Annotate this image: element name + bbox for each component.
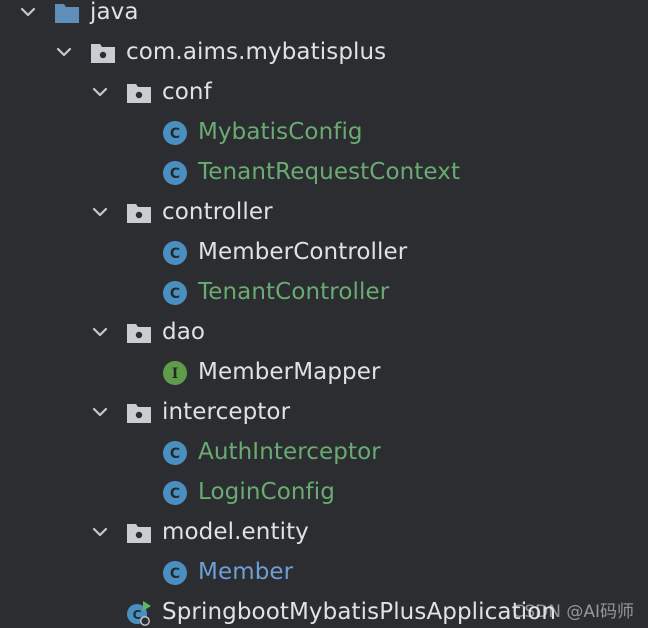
tree-row-java[interactable]: java — [0, 0, 648, 32]
svg-text:C: C — [170, 486, 180, 502]
tree-label-login-config: LoginConfig — [198, 479, 335, 505]
chevron-down-icon[interactable] — [18, 2, 38, 22]
interface-icon: I — [163, 361, 187, 385]
svg-text:C: C — [170, 446, 180, 462]
tree-row-member-mapper[interactable]: I MemberMapper — [0, 352, 648, 392]
tree-row-tenant-controller[interactable]: C TenantController — [0, 272, 648, 312]
package-icon — [127, 404, 151, 423]
svg-text:C: C — [170, 566, 180, 582]
tree-row-springboot-application[interactable]: C SpringbootMybatisPlusApplication — [0, 592, 648, 628]
tree-label-dao: dao — [162, 319, 206, 345]
package-icon — [127, 324, 151, 343]
svg-text:C: C — [133, 608, 142, 622]
tree-row-auth-interceptor[interactable]: C AuthInterceptor — [0, 432, 648, 472]
package-icon — [91, 44, 115, 63]
tree-label-tenant-controller: TenantController — [198, 279, 390, 305]
spring-boot-application-icon: C — [127, 601, 151, 626]
chevron-down-icon[interactable] — [90, 322, 110, 342]
package-icon — [127, 204, 151, 223]
chevron-down-icon[interactable] — [90, 522, 110, 542]
tree-label-springboot-application: SpringbootMybatisPlusApplication — [162, 599, 557, 625]
tree-row-mybatis-config[interactable]: C MybatisConfig — [0, 112, 648, 152]
tree-label-controller: controller — [162, 199, 273, 225]
watermark: CSDN @AI码师 — [512, 602, 634, 622]
svg-text:C: C — [170, 126, 180, 142]
chevron-down-icon[interactable] — [90, 402, 110, 422]
tree-label-tenant-request-context: TenantRequestContext — [198, 159, 461, 185]
tree-row-dao[interactable]: dao — [0, 312, 648, 352]
svg-text:C: C — [170, 166, 180, 182]
tree-label-package-root: com.aims.mybatisplus — [126, 39, 387, 65]
tree-label-interceptor: interceptor — [162, 399, 291, 425]
chevron-down-icon[interactable] — [54, 42, 74, 62]
class-icon: C — [163, 161, 187, 185]
class-icon: C — [163, 121, 187, 145]
tree-row-controller[interactable]: controller — [0, 192, 648, 232]
tree-row-model-entity[interactable]: model.entity — [0, 512, 648, 552]
tree-row-package-root[interactable]: com.aims.mybatisplus — [0, 32, 648, 72]
tree-label-model-entity: model.entity — [162, 519, 309, 545]
tree-label-conf: conf — [162, 79, 212, 105]
tree-row-conf[interactable]: conf — [0, 72, 648, 112]
package-icon — [127, 84, 151, 103]
chevron-down-icon[interactable] — [90, 82, 110, 102]
package-icon — [127, 524, 151, 543]
tree-label-mybatis-config: MybatisConfig — [198, 119, 363, 145]
tree-row-member-controller[interactable]: C MemberController — [0, 232, 648, 272]
class-icon: C — [163, 561, 187, 585]
chevron-down-icon[interactable] — [90, 202, 110, 222]
class-icon: C — [163, 281, 187, 305]
tree-row-tenant-request-context[interactable]: C TenantRequestContext — [0, 152, 648, 192]
tree-label-member-mapper: MemberMapper — [198, 359, 381, 385]
svg-text:C: C — [170, 246, 180, 262]
tree-label-java: java — [90, 0, 139, 25]
tree-label-member: Member — [198, 559, 294, 585]
source-folder-icon — [55, 4, 79, 23]
tree-row-member[interactable]: C Member — [0, 552, 648, 592]
tree-label-auth-interceptor: AuthInterceptor — [198, 439, 381, 465]
tree-row-login-config[interactable]: C LoginConfig — [0, 472, 648, 512]
svg-text:C: C — [170, 286, 180, 302]
tree-label-member-controller: MemberController — [198, 239, 408, 265]
class-icon: C — [163, 481, 187, 505]
class-icon: C — [163, 241, 187, 265]
class-icon: C — [163, 441, 187, 465]
tree-row-interceptor[interactable]: interceptor — [0, 392, 648, 432]
svg-text:I: I — [172, 366, 179, 382]
